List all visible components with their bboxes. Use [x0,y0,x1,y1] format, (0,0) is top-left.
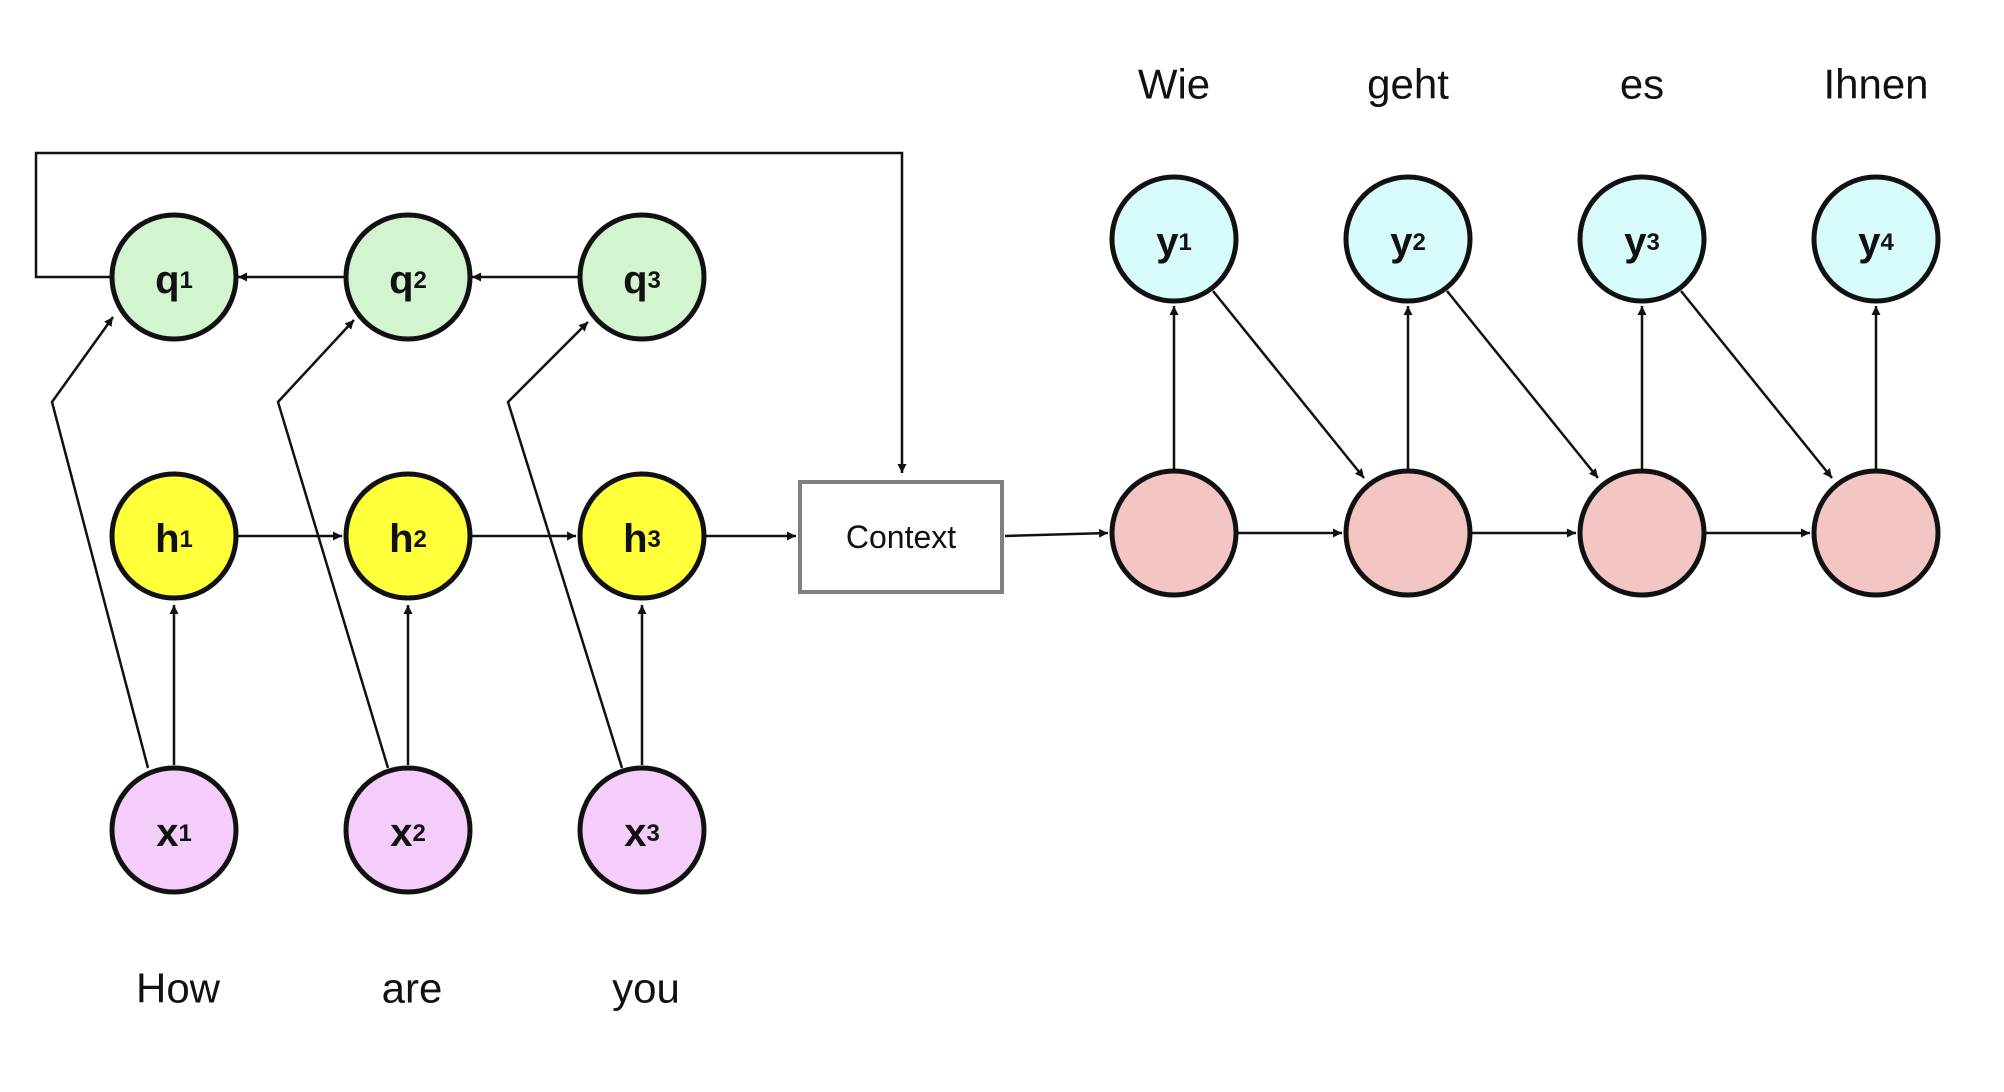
node-h1: h1 [109,471,239,601]
edges [34,151,1881,769]
svg-text:x1: x1 [156,811,192,855]
svg-text:x3: x3 [624,811,660,855]
context-box [798,480,1004,594]
node-x3-var: x [624,811,646,855]
edge-context-d1 [1004,528,1109,538]
node-y4-var: y [1858,220,1881,264]
node-q2-var: q [389,258,413,302]
decoder-state-2 [1343,468,1473,598]
node-x1: x1 [109,765,239,895]
node-x2-sub: 2 [412,820,425,847]
node-q2: q2 [343,212,473,342]
decoder-state-4 [1811,468,1941,598]
decoder: Wie geht es Ihnen y1 y2 y3 y4 [1109,61,1941,598]
node-y4-sub: 4 [1880,229,1894,256]
edge-y3-d4 [1680,290,1833,479]
svg-text:q2: q2 [389,258,427,302]
input-word-2: are [382,965,443,1012]
node-y1-var: y [1156,220,1179,264]
edge-x3-q3 [506,321,624,769]
node-x2-var: x [390,811,412,855]
node-q1: q1 [109,212,239,342]
edge-x1-q1 [50,316,150,769]
output-word-3: es [1620,61,1664,108]
node-y3-var: y [1624,220,1647,264]
output-word-4: Ihnen [1823,61,1928,108]
input-word-3: you [612,965,680,1012]
node-q2-sub: 2 [414,267,427,294]
decoder-state-3 [1577,468,1707,598]
svg-text:y1: y1 [1156,220,1192,264]
node-h3-var: h [623,517,647,561]
node-y1: y1 [1109,174,1239,304]
node-y4: y4 [1811,174,1941,304]
node-q3-var: q [623,258,647,302]
edge-x2-q2 [276,319,390,769]
node-q1-var: q [155,258,179,302]
svg-text:h3: h3 [623,517,661,561]
node-q3: q3 [577,212,707,342]
svg-text:h1: h1 [155,517,193,561]
node-x1-sub: 1 [178,820,191,847]
encoder: q1 q2 q3 h1 h2 [109,212,707,1012]
edge-y1-d2 [1212,290,1365,479]
svg-text:y3: y3 [1624,220,1660,264]
node-h1-var: h [155,517,179,561]
node-h3-sub: 3 [648,526,661,553]
node-h2: h2 [343,471,473,601]
node-y1-sub: 1 [1178,229,1191,256]
node-h2-sub: 2 [414,526,427,553]
svg-text:q3: q3 [623,258,661,302]
node-q3-sub: 3 [648,267,661,294]
context-node: Context [798,480,1004,594]
edge-q1-context [34,151,907,473]
node-x3-sub: 3 [646,820,659,847]
svg-text:x2: x2 [390,811,426,855]
node-h1-sub: 1 [180,526,193,553]
node-y2-var: y [1390,220,1413,264]
context-label: Context [846,519,956,555]
node-h2-var: h [389,517,413,561]
output-word-2: geht [1367,61,1449,108]
node-y2: y2 [1343,174,1473,304]
node-y3: y3 [1577,174,1707,304]
edge-y2-d3 [1446,290,1599,479]
node-x3: x3 [577,765,707,895]
node-q1-sub: 1 [180,267,193,294]
node-x1-var: x [156,811,178,855]
node-y3-sub: 3 [1646,229,1659,256]
input-word-1: How [136,965,221,1012]
output-word-1: Wie [1138,61,1210,108]
svg-text:q1: q1 [155,258,193,302]
svg-text:h2: h2 [389,517,427,561]
node-h3: h3 [577,471,707,601]
svg-text:y4: y4 [1858,220,1894,264]
node-x2: x2 [343,765,473,895]
svg-text:y2: y2 [1390,220,1426,264]
decoder-state-1 [1109,468,1239,598]
node-y2-sub: 2 [1412,229,1425,256]
